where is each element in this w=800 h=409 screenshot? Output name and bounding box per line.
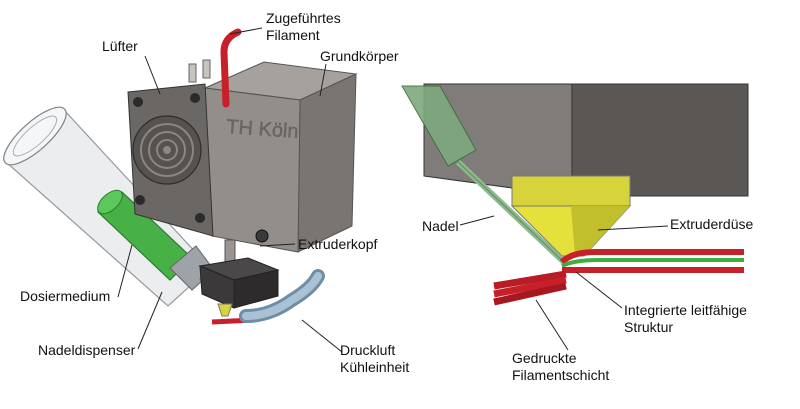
left-leader-lines [117,27,343,353]
needle-detail [401,85,569,267]
housing-engraving: TH Köln [226,116,300,143]
label-luefter: Lüfter [102,38,138,54]
right-leader-lines [459,215,669,351]
label-extruderkopf: Extruderkopf [298,236,378,252]
right-detail-view [401,83,749,306]
label-dosiermedium: Dosiermedium [20,288,111,304]
label-zugefuehrtes-filament: Zugeführtes Filament [266,10,341,43]
left-extruder-assembly: TH Köln [3,28,358,325]
label-extruderduese: Extruderdüse [670,216,754,232]
nozzle-detail [510,175,632,257]
main-housing: TH Köln [188,59,358,253]
extruder-head [198,239,280,317]
label-integrierte-struktur: Integrierte leitfähige Struktur [624,302,747,335]
label-druckluft-kuehleinheit: Druckluft Kühleinheit [340,342,410,375]
label-gedruckte-filamentschicht: Gedruckte Filamentschicht [512,350,610,383]
label-nadeldispenser: Nadeldispenser [38,342,136,358]
printed-layer-detail [493,249,744,306]
fan-plate [127,83,214,237]
label-grundkoerper: Grundkörper [320,48,399,64]
label-nadel: Nadel [422,218,459,234]
